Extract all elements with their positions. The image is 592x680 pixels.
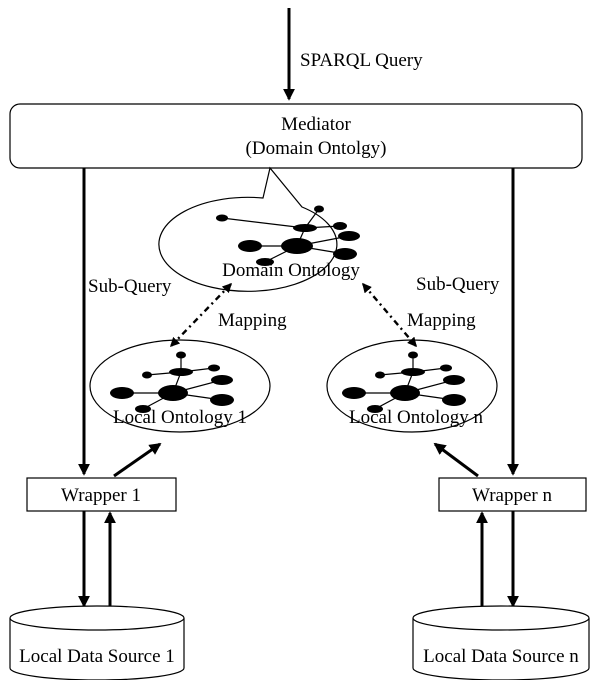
ontology-node — [390, 385, 420, 401]
ontology-node — [238, 240, 262, 252]
local-ontology-n-tree — [342, 351, 466, 413]
ontology-node — [442, 394, 466, 406]
mapping-label-left: Mapping — [218, 310, 287, 331]
local-ontology-1-tree — [110, 351, 234, 413]
wrapper-1-box — [26, 477, 177, 512]
ontology-node — [333, 222, 347, 230]
mapping-arrow-left — [169, 282, 233, 348]
ontology-node — [408, 351, 418, 359]
ontology-node — [210, 394, 234, 406]
mediator-subtitle: (Domain Ontolgy) — [246, 138, 387, 159]
ontology-node — [314, 205, 324, 213]
ontology-node — [443, 375, 465, 385]
ontology-node — [135, 405, 151, 413]
mediator-title: Mediator — [281, 114, 351, 135]
ontology-node — [333, 248, 357, 260]
ontology-node — [367, 405, 383, 413]
wrapper-n-label: Wrapper n — [472, 485, 552, 506]
local-ontology-n-label: Local Ontology n — [349, 407, 484, 428]
domain-ontology-tree — [216, 205, 360, 266]
ontology-node — [375, 371, 385, 379]
local-ontology-1-label: Local Ontology 1 — [113, 407, 247, 428]
ontology-node — [281, 238, 313, 254]
ontology-node — [401, 368, 425, 376]
ontology-node — [110, 387, 134, 399]
sub-query-label-right: Sub-Query — [416, 274, 500, 295]
data-source-n-label: Local Data Source n — [423, 646, 579, 667]
ontology-node — [211, 375, 233, 385]
mapping-label-right: Mapping — [407, 310, 476, 331]
ontology-node — [208, 364, 220, 372]
ontology-node — [142, 371, 152, 379]
ontology-node — [256, 258, 274, 266]
ontology-node — [216, 214, 228, 222]
ontology-node — [440, 364, 452, 372]
sub-query-label-left: Sub-Query — [88, 276, 172, 297]
data-source-n-cylinder — [412, 605, 590, 680]
ontology-node — [169, 368, 193, 376]
sparql-query-label: SPARQL Query — [300, 50, 423, 71]
wrapper-n-box — [438, 477, 587, 512]
data-source-1-cylinder — [9, 605, 185, 680]
wrapper-n-to-ontology-arrow — [433, 442, 479, 478]
ontology-node — [342, 387, 366, 399]
data-source-1-label: Local Data Source 1 — [19, 646, 175, 667]
ontology-node — [176, 351, 186, 359]
domain-ontology-label: Domain Ontology — [222, 260, 360, 281]
ontology-node — [338, 231, 360, 241]
ontology-node — [158, 385, 188, 401]
wrapper-1-label: Wrapper 1 — [61, 485, 141, 506]
mediator-box — [9, 103, 583, 169]
wrapper-1-to-ontology-arrow — [113, 442, 162, 478]
ontology-node — [293, 224, 317, 232]
mapping-arrow-right — [362, 282, 417, 348]
